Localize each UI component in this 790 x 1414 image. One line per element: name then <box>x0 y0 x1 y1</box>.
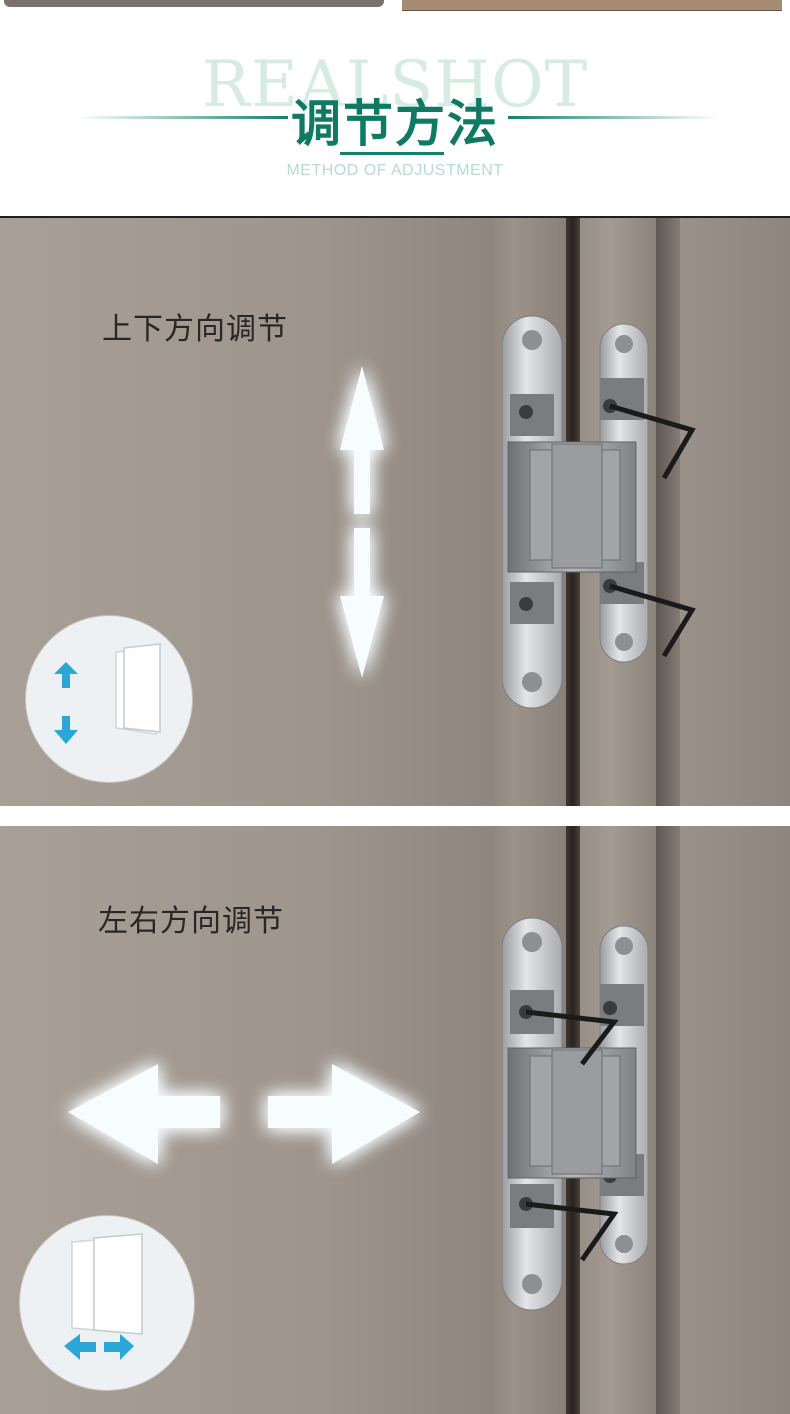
door-shadow-edge <box>656 218 680 806</box>
hinge-illustration <box>501 315 696 709</box>
header-line-left <box>78 116 288 119</box>
header-watermark-word: REALSHOT <box>201 48 589 122</box>
section-header: REALSHOT 调节方法 METHOD OF ADJUSTMENT <box>0 12 790 217</box>
header-divider <box>0 216 790 218</box>
horizontal-adjustment-panel: 左右方向调节 <box>0 826 790 1414</box>
door-left-right-icon <box>64 1233 143 1360</box>
door-shadow-edge <box>656 826 680 1414</box>
door-up-down-icon <box>54 643 161 744</box>
title-underline <box>340 152 444 155</box>
previous-image-strip <box>0 0 790 12</box>
panel-label-vertical: 上下方向调节 <box>102 312 288 347</box>
up-down-arrows-icon <box>340 366 384 678</box>
door-leaf-face <box>680 218 790 806</box>
previous-image-right <box>402 0 782 11</box>
page-title: 调节方法 <box>291 95 499 153</box>
left-right-arrows-icon <box>68 1064 420 1164</box>
panel-label-horizontal: 左右方向调节 <box>98 904 284 939</box>
vertical-adjust-badge <box>26 616 192 782</box>
header-line-right <box>508 116 718 119</box>
door-leaf-face <box>680 826 790 1414</box>
previous-image-left <box>4 0 384 7</box>
hinge-illustration <box>501 917 649 1311</box>
page-subtitle: METHOD OF ADJUSTMENT <box>286 162 504 179</box>
horizontal-adjust-badge <box>20 1216 194 1390</box>
vertical-adjustment-panel: 上下方向调节 <box>0 218 790 806</box>
